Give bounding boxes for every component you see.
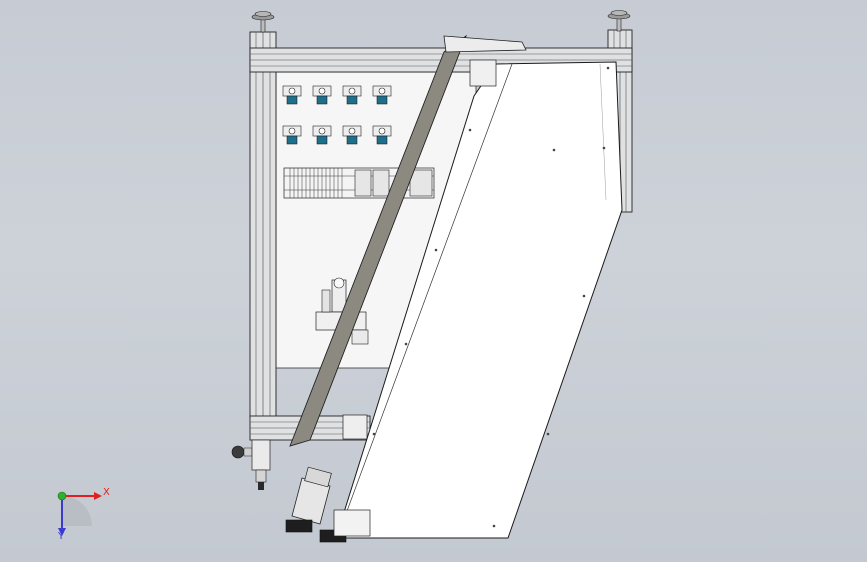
leveling-foot-right (607, 10, 631, 32)
valve-icon (372, 125, 392, 145)
valve-icon (342, 125, 362, 145)
leveling-foot-left (251, 11, 275, 33)
valve-row-lower (282, 125, 392, 145)
valve-icon (282, 125, 302, 145)
corner-bracket-top (469, 59, 497, 87)
panel-edge-fold (339, 63, 513, 531)
hand-valve-knob (231, 439, 271, 490)
panel-rivets (372, 66, 610, 528)
x-axis-label: X (103, 487, 110, 498)
origin-marker (57, 491, 67, 501)
valve-row-upper (282, 85, 392, 105)
valve-icon (312, 85, 332, 105)
valve-icon (342, 85, 362, 105)
y-axis-label: Y (58, 531, 65, 542)
valve-icon (372, 85, 392, 105)
valve-icon (312, 125, 332, 145)
left-upright-profile (249, 31, 277, 419)
valve-icon (282, 85, 302, 105)
coordinate-triad (57, 491, 102, 536)
tilted-cover-panel (335, 61, 623, 539)
corner-bracket-bottom (333, 509, 371, 537)
panel-inner-edge (599, 63, 607, 201)
belt-top-roller (443, 35, 527, 53)
